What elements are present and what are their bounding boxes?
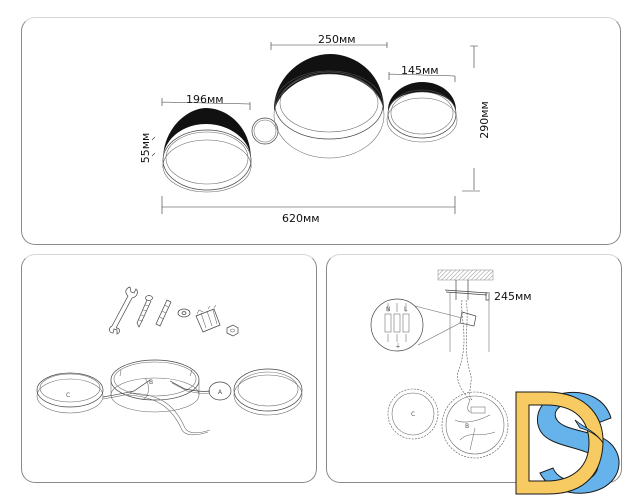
screw-icon xyxy=(136,295,153,328)
label-ring-height: 55мм xyxy=(139,133,152,164)
label-total-width: 620мм xyxy=(282,212,320,225)
ring-c-drawing xyxy=(36,372,104,414)
suspension-cables xyxy=(449,292,490,401)
ring-b-bottom-view xyxy=(441,391,509,459)
dimension-lines xyxy=(151,42,480,214)
label-ring-c-bottom: C xyxy=(411,411,415,418)
ring-c-bottom-view xyxy=(387,388,439,440)
ring-b-drawing xyxy=(110,359,200,413)
ceiling xyxy=(437,269,494,281)
label-drop-length: 245мм xyxy=(494,290,532,303)
washer-icon xyxy=(177,308,191,318)
wall-plug-icon xyxy=(155,299,172,327)
ring-small xyxy=(386,82,458,143)
logo-letter-d xyxy=(515,391,604,495)
parts-panel xyxy=(21,254,317,483)
wrench-icon xyxy=(109,286,138,335)
label-ring-c: C xyxy=(66,392,70,399)
terminal-block-icon xyxy=(195,304,221,333)
logo-letter-s xyxy=(537,391,620,494)
label-total-height: 290мм xyxy=(478,101,491,139)
mounting-bracket xyxy=(444,280,490,301)
label-width-small: 145мм xyxy=(401,64,439,77)
label-width-medium: 196мм xyxy=(186,93,224,106)
label-width-large: 250мм xyxy=(318,33,356,46)
hex-nut-icon xyxy=(226,324,239,337)
label-ring-b-bottom: B xyxy=(465,423,469,430)
label-terminal-ground: ⏚ xyxy=(395,343,401,350)
label-ring-b: B xyxy=(149,379,153,386)
wiring-detail-circle xyxy=(370,298,463,352)
ring-medium xyxy=(162,108,252,193)
label-connector-a: A xyxy=(218,389,223,396)
label-terminal-n: N xyxy=(386,306,391,313)
terminal-block xyxy=(459,311,477,327)
ring-large xyxy=(273,54,385,159)
wiring xyxy=(102,369,211,436)
label-terminal-l: L xyxy=(404,306,408,313)
ring-a-drawing xyxy=(233,368,303,416)
